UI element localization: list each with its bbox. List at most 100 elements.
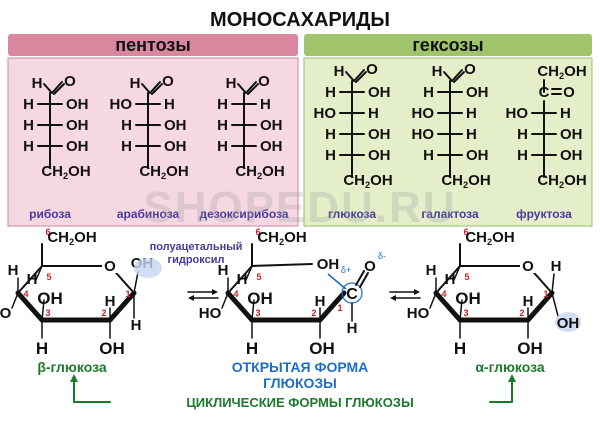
cyclic-forms-bracket: ЦИКЛИЧЕСКИЕ ФОРМЫ ГЛЮКОЗЫ	[70, 374, 516, 410]
c5-oh: OH	[317, 256, 340, 273]
equilibrium-arrowhead-top	[414, 289, 420, 295]
c5-h: H	[27, 271, 38, 288]
c4-h: H	[426, 262, 437, 279]
left-substituent: HO	[506, 105, 529, 122]
c6-ch2oh: CH2OH	[47, 229, 96, 247]
aldehyde-bond	[345, 71, 355, 82]
sugar-name: рибоза	[29, 207, 71, 221]
aldehyde-bond	[141, 83, 151, 94]
beta-hemiacetal-highlight	[134, 258, 162, 278]
chain-bond-54	[227, 265, 253, 294]
c3-oh: OH	[455, 289, 481, 308]
c3-h: H	[454, 339, 466, 358]
hemiacetal-note-1: полуацетальный	[150, 241, 243, 253]
ch2oh-top-group: CH2OH	[537, 63, 586, 81]
ring-number-6: 6	[463, 227, 468, 237]
equilibrium-left	[187, 289, 219, 301]
aldehyde-double-bond	[353, 69, 365, 82]
ch2oh-group: CH2OH	[235, 163, 284, 181]
right-substituent: OH	[260, 138, 283, 155]
aldehyde-h: H	[226, 75, 237, 92]
aldehyde-bond	[443, 71, 453, 82]
ring-number-1: 1	[543, 289, 548, 299]
aldehyde-double-bond-2	[355, 71, 367, 83]
c5-h-bond	[453, 265, 461, 281]
ketone-c: C	[539, 84, 550, 101]
chain-number-2: 2	[311, 308, 316, 318]
aldehyde-bond	[43, 83, 53, 94]
c1-oh: OH	[557, 315, 580, 332]
chain-number-1: 1	[337, 303, 342, 313]
c4-oh-bond	[221, 292, 229, 309]
left-substituent: H	[423, 84, 434, 101]
ring-number-2: 2	[101, 308, 106, 318]
aldehyde-h: H	[334, 63, 345, 80]
aldehyde-o: O	[64, 73, 76, 90]
aldehyde-o: O	[258, 73, 270, 90]
right-substituent: H	[560, 105, 571, 122]
ch2oh-group: CH2OH	[343, 172, 392, 190]
aldehyde-bond	[237, 83, 247, 94]
left-substituent: H	[23, 138, 34, 155]
ring-number-1: 1	[125, 289, 130, 299]
ring-number-3: 3	[463, 308, 468, 318]
sugar-name: глюкоза	[328, 207, 376, 221]
c2-oh: OH	[517, 339, 543, 358]
sugar-name: фруктоза	[516, 207, 572, 221]
left-substituent: HO	[412, 105, 435, 122]
ring-number-6: 6	[45, 227, 50, 237]
ring-oxygen: O	[522, 258, 534, 275]
left-substituent: H	[23, 117, 34, 134]
left-substituent: H	[23, 96, 34, 113]
aldehyde-h: H	[347, 320, 358, 337]
c4-oh: HO	[199, 305, 222, 322]
right-substituent: OH	[368, 147, 391, 164]
beta-glucose-label: β-глюкоза	[37, 359, 107, 375]
ring-number-3: 3	[45, 308, 50, 318]
left-substituent: H	[217, 96, 228, 113]
c6-ch2oh: CH2OH	[465, 229, 514, 247]
chain-number-3: 3	[255, 308, 260, 318]
aldehyde-double-bond-2	[53, 83, 65, 95]
right-substituent: H	[368, 105, 379, 122]
equilibrium-right	[389, 289, 421, 301]
c3-oh: OH	[247, 289, 273, 308]
right-substituent: OH	[66, 138, 89, 155]
hexose-header: гексозы	[412, 35, 483, 55]
ring-number-4: 4	[441, 289, 446, 299]
c5-h: H	[237, 271, 248, 288]
poster-title: МОНОСАХАРИДЫ	[210, 9, 390, 31]
sugar-name: арабиноза	[117, 207, 180, 221]
c1-h: H	[551, 258, 562, 275]
aldehyde-double-bond	[149, 81, 161, 94]
left-substituent: HO	[412, 126, 435, 143]
right-substituent: OH	[466, 84, 489, 101]
watermark: SHOPEDU.RU	[143, 183, 456, 232]
aldehyde-double-bond	[51, 81, 63, 94]
co-double-bond	[355, 270, 365, 286]
right-substituent: H	[164, 96, 175, 113]
c3-h: H	[246, 339, 258, 358]
front-edge-left	[15, 290, 45, 323]
c4-oh-bond	[11, 292, 19, 309]
aldehyde-o: O	[464, 61, 476, 78]
chain-number-6: 6	[255, 227, 260, 237]
delta-minus: δ-	[378, 251, 386, 261]
front-edge-left	[433, 290, 463, 323]
open-form-title-2: ГЛЮКОЗЫ	[263, 375, 337, 391]
aldehyde-double-bond-2	[453, 71, 465, 83]
open-form-title-1: ОТКРЫТАЯ ФОРМА	[232, 359, 369, 375]
right-substituent: OH	[466, 147, 489, 164]
right-substituent: OH	[260, 117, 283, 134]
beta-glucose-ring: O123456CH2OHHHHOOHHHOHOHH	[0, 227, 153, 358]
aldehyde-c: C	[346, 286, 358, 303]
equilibrium-arrowhead-bottom	[390, 295, 396, 301]
left-substituent: HO	[314, 105, 337, 122]
aldehyde-o: O	[162, 73, 174, 90]
bracket-arrow-right	[508, 374, 516, 382]
